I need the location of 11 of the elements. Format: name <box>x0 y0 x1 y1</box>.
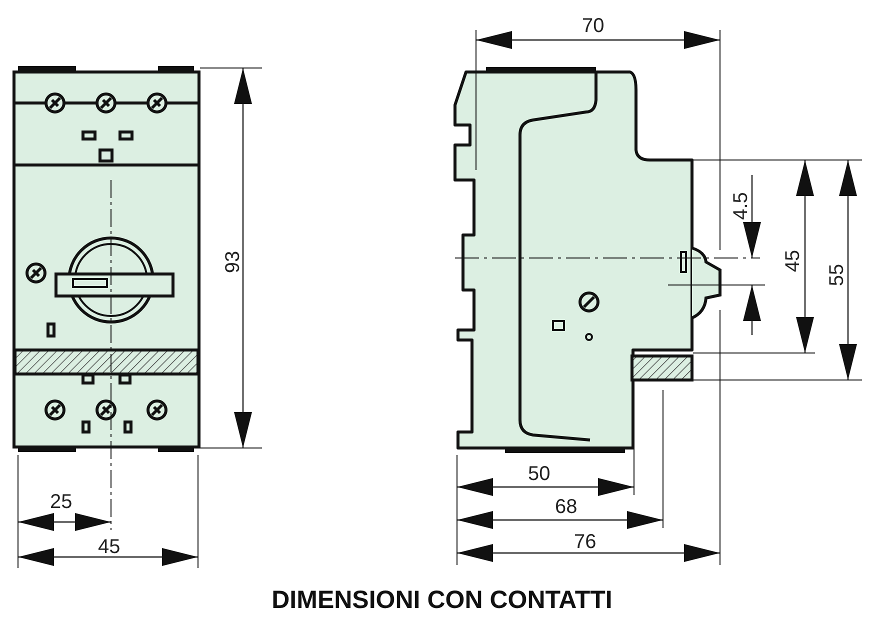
caption: DIMENSIONI CON CONTATTI <box>270 586 614 615</box>
dimension-label: 70 <box>582 16 604 36</box>
dimension-label: 45 <box>783 250 804 272</box>
dimension-label: 50 <box>528 464 550 484</box>
dimension-label: 25 <box>50 492 72 512</box>
dimension-label: 55 <box>827 264 848 286</box>
dimension-label: 93 <box>223 250 244 274</box>
dimension-label: 76 <box>574 532 596 552</box>
dimension-label: 68 <box>555 497 578 517</box>
dimension-label: 4.5 <box>730 192 751 220</box>
dimension-label: 45 <box>98 537 120 557</box>
